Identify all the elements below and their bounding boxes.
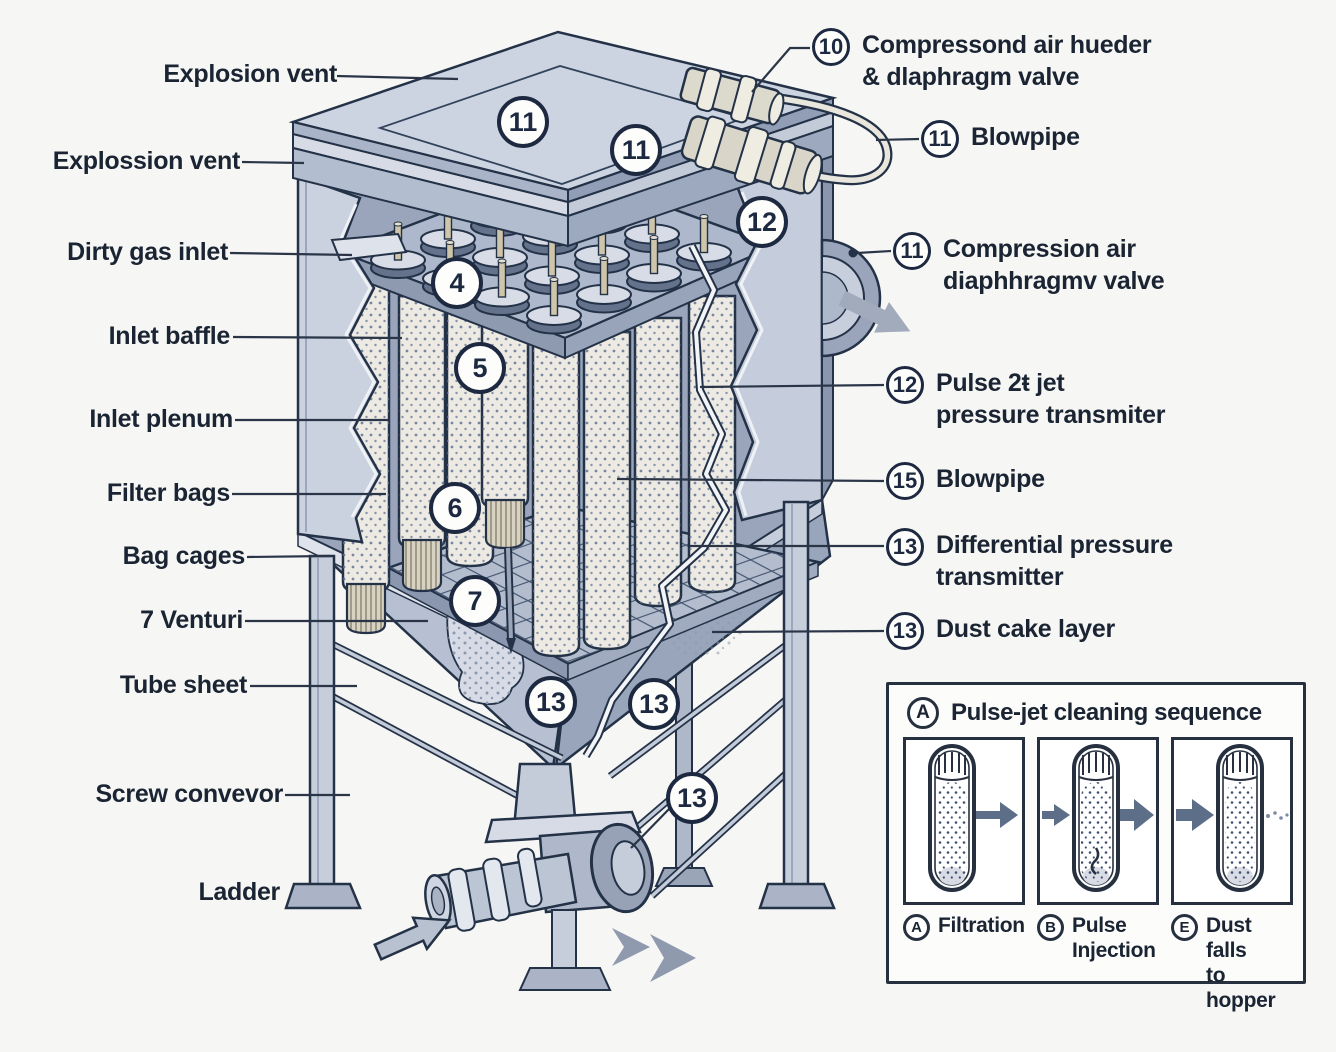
- dust-discharge-arrows: [612, 928, 696, 982]
- number-badge: 12: [886, 366, 924, 404]
- label-filter-bags: Filter bags: [106, 479, 230, 507]
- badge-13-hopper-right: 13: [628, 678, 680, 730]
- label-compressed-air-header: 10 Compressond air hueder& dlaphragm val…: [812, 28, 1152, 93]
- label-inlet-plenum: Inlet plenum: [89, 405, 233, 433]
- badge-13-valve: 13: [666, 772, 718, 824]
- label-dirty-gas-inlet: Dirty gas inlet: [67, 238, 228, 266]
- label-explosion-vent-top: Explosion vent: [163, 60, 337, 88]
- dust-trail: [1266, 811, 1289, 820]
- label-tube-sheet: Tube sheet: [119, 671, 247, 699]
- panel-filtration: [903, 737, 1025, 905]
- pulse-arrow-in: [1042, 804, 1070, 826]
- label-inlet-baffle: Inlet baffle: [108, 322, 231, 350]
- number-badge: 13: [886, 612, 924, 650]
- badge-11-roof: 11: [497, 96, 549, 148]
- inset-title: A Pulse-jet cleaning sequence: [889, 685, 1303, 735]
- inset-title-badge: A: [907, 697, 939, 729]
- pressure-sensor-tube: [582, 244, 730, 759]
- filtration-drawing: [928, 744, 1018, 892]
- inset-panels: [889, 735, 1303, 905]
- dirty-gas-inlet-lip: [330, 232, 408, 262]
- label-blowpipe-mid: 15 Blowpipe: [886, 462, 1045, 500]
- leader-lines: [229, 46, 920, 849]
- diaphragm-valve-upper: [679, 66, 785, 126]
- left-wall: [296, 174, 408, 544]
- badge-11-ledge: 11: [610, 124, 662, 176]
- diaphragm-valve-lower: [680, 115, 823, 195]
- badge-5: 5: [454, 342, 506, 394]
- label-bag-cages: Bag cages: [122, 542, 246, 570]
- flow-arrow: [976, 802, 1018, 828]
- caption-filtration: A Filtration: [903, 913, 1025, 1013]
- number-badge: 10: [812, 28, 850, 66]
- number-badge: 11: [921, 120, 959, 158]
- front-right-leg: [758, 500, 836, 910]
- pulse-arrow-in: [1176, 799, 1214, 831]
- number-badge: 15: [886, 462, 924, 500]
- badge-6: 6: [429, 482, 481, 534]
- badge-4: 4: [431, 257, 483, 309]
- pulse-injection-drawing: [1042, 744, 1154, 892]
- label-screw-conveyor: Screw convevor: [95, 780, 283, 808]
- support-structure: [284, 500, 836, 910]
- clean-air-arrow: [838, 290, 911, 333]
- flow-arrow-out: [1120, 799, 1154, 831]
- inlet-arrow: [373, 916, 452, 961]
- rotary-valve-conveyor: [424, 762, 655, 991]
- pulse-jet-cleaning-inset: A Pulse-jet cleaning sequence: [886, 682, 1306, 1012]
- label-explosion-vent: Explossion vent: [52, 147, 241, 175]
- label-dust-cake-layer: 13 Dust cake layer: [886, 612, 1115, 650]
- number-badge: 11: [893, 232, 931, 270]
- number-badge: 13: [886, 528, 924, 566]
- inset-title-text: Pulse-jet cleaning sequence: [951, 699, 1262, 726]
- badge-12: 12: [736, 196, 788, 248]
- venturi: [504, 547, 516, 654]
- panel-dust-falls: [1171, 737, 1293, 905]
- badge-13-hopper-left: 13: [525, 676, 577, 728]
- label-ladder: Ladder: [198, 878, 280, 906]
- badge-7: 7: [449, 575, 501, 627]
- blowpipe-assembly: [679, 66, 893, 195]
- label-venturi: 7 Venturi: [140, 606, 243, 634]
- panel-pulse-injection: [1037, 737, 1159, 905]
- label-blowpipe-top: 11 Blowpipe: [921, 120, 1080, 158]
- front-left-leg: [284, 554, 362, 910]
- dust-falls-drawing: [1176, 744, 1289, 892]
